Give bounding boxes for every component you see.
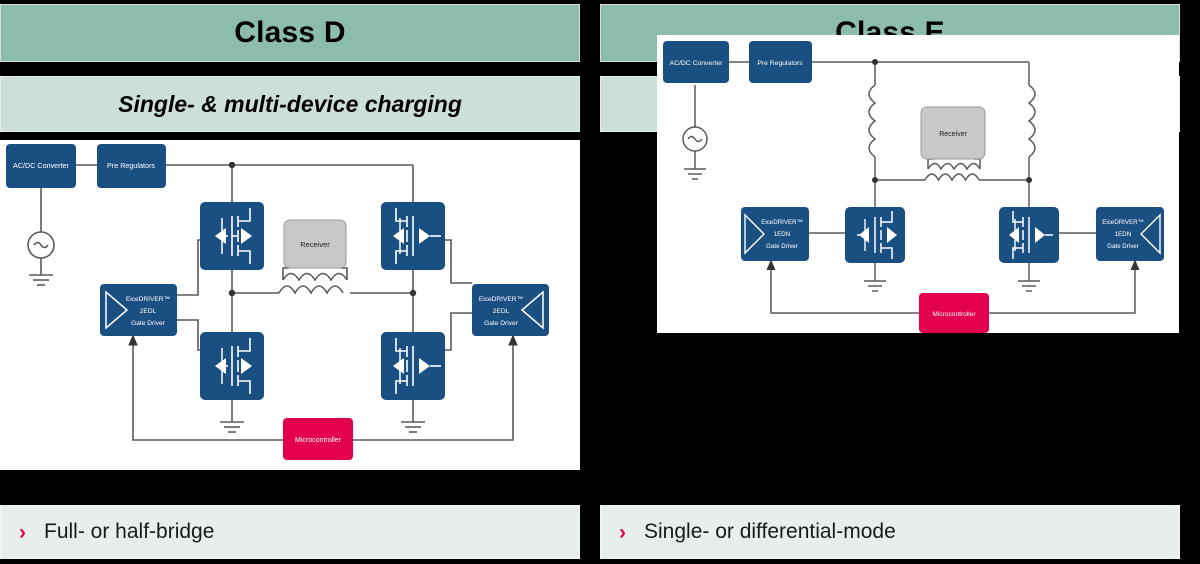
block-acdc-label: AC/DC Converter [670,60,724,67]
block-pre-regulators: Pre Regulators [749,41,812,83]
gate-driver-left-line1: EiceDRIVER™ [761,219,803,226]
mosfet-q1 [200,202,264,270]
block-acdc-converter: AC/DC Converter [6,144,76,188]
block-microcontroller-label: Microcontroller [932,311,976,318]
mosfet-q2 [381,202,445,270]
class-d-title: Class D [234,16,346,49]
block-pre-regulators-label: Pre Regulators [107,161,155,170]
gate-driver-right-line3: Gate Driver [484,320,519,327]
gate-driver-right-line1: EiceDRIVER™ [1102,219,1144,226]
gate-driver-right-line2: 2EDL [493,308,510,315]
gate-driver-left: EiceDRIVER™ 2EDL Gate Driver [100,284,177,336]
mosfet-q4 [381,332,445,400]
gate-driver-right-line2: 1EDN [1115,231,1132,238]
class-e-circuit-diagram: AC/DC Converter Pre Regulators Receiver [663,41,1164,333]
chevron-right-icon: › [19,520,26,544]
gate-driver-right-line3: Gate Driver [1107,243,1139,250]
block-receiver: Receiver [920,106,986,160]
block-microcontroller-label: Microcontroller [295,437,342,444]
block-acdc-converter: AC/DC Converter [663,41,729,83]
block-pre-regulators-label: Pre Regulators [757,60,803,67]
panel-class-d: Class D Single- & multi-device charging [0,0,580,564]
junction-dot [872,59,878,65]
junction-dot [228,289,236,297]
block-microcontroller: Microcontroller [283,418,353,460]
gate-driver-left-line3: Gate Driver [766,243,798,250]
class-d-diagram-canvas: AC/DC Converter Pre Regulators Receiver [0,140,580,470]
gate-driver-left-line1: EiceDRIVER™ [126,296,170,303]
class-d-circuit-diagram: AC/DC Converter Pre Regulators Receiver [6,144,549,460]
class-e-bullet-band: › Single- or differential-mode [600,505,1180,559]
mosfet-left [845,207,905,263]
mosfet-right [999,207,1059,263]
block-acdc-label: AC/DC Converter [13,161,70,170]
gate-driver-left-line2: 2EDL [140,308,157,315]
gate-driver-left-line3: Gate Driver [131,320,166,327]
block-pre-regulators: Pre Regulators [97,144,166,188]
junction-dot [409,289,417,297]
class-d-subtitle-band: Single- & multi-device charging [0,76,580,132]
junction-dot [1026,177,1032,183]
class-e-diagram-canvas: AC/DC Converter Pre Regulators Receiver [657,35,1179,333]
class-d-subtitle: Single- & multi-device charging [118,90,462,117]
junction-dot [872,177,878,183]
block-receiver: Receiver [283,219,347,269]
gate-driver-left: EiceDRIVER™ 1EDN Gate Driver [741,207,809,261]
chevron-right-icon: › [619,520,626,544]
block-receiver-label: Receiver [939,131,967,138]
gate-driver-left-line2: 1EDN [774,231,791,238]
mosfet-q3 [200,332,264,400]
class-d-bullet-text: Full- or half-bridge [44,520,215,543]
gate-driver-right: EiceDRIVER™ 1EDN Gate Driver [1096,207,1164,261]
class-d-bullet-band: › Full- or half-bridge [0,505,580,559]
block-receiver-label: Receiver [300,240,330,249]
panel-class-e: Class E Single- & multi-device charging [600,0,1180,564]
block-microcontroller: Microcontroller [919,293,989,333]
gate-driver-right: EiceDRIVER™ 2EDL Gate Driver [472,284,549,336]
junction-dot [228,161,236,169]
class-d-title-band: Class D [0,4,580,62]
gate-driver-right-line1: EiceDRIVER™ [479,296,523,303]
class-e-bullet-text: Single- or differential-mode [644,520,896,543]
